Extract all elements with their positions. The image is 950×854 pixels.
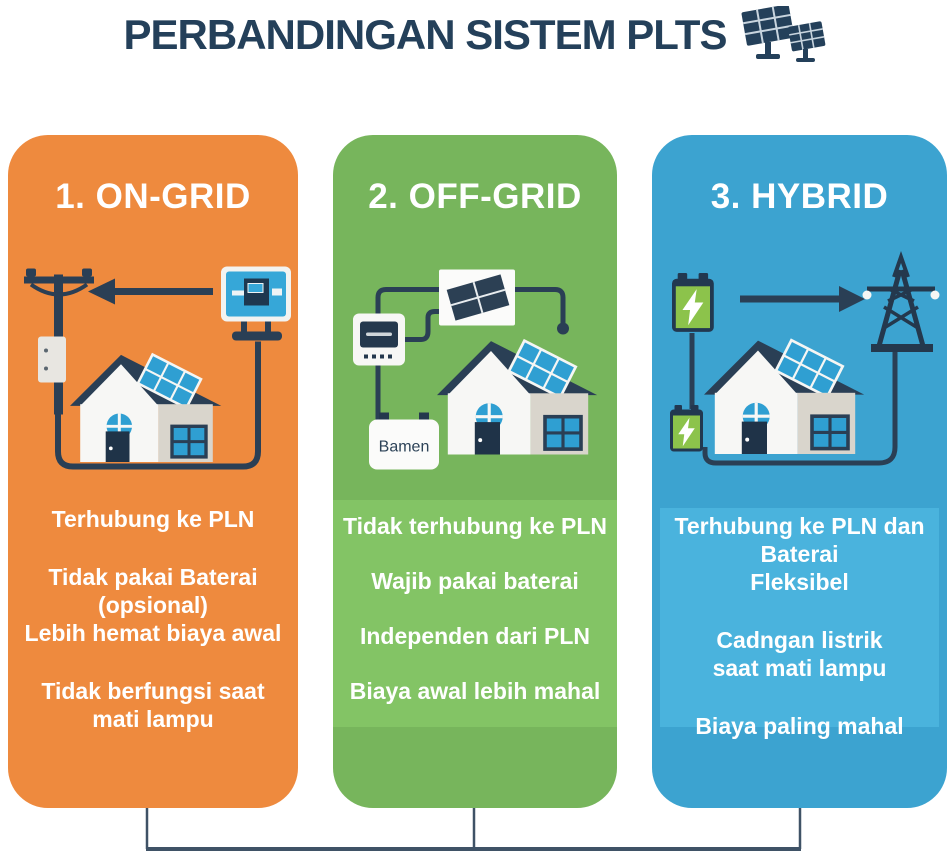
feature-text: Tidak terhubung ke PLN	[342, 513, 608, 539]
wire	[702, 347, 898, 466]
battery-icon	[672, 273, 714, 332]
house-icon	[68, 352, 224, 464]
hybrid-features: Terhubung ke PLN dan Baterai Fleksibel C…	[660, 508, 939, 739]
house-icon	[435, 338, 600, 457]
solar-panel-icon	[439, 269, 515, 326]
monitor-icon	[221, 266, 291, 341]
on-grid-illustration	[8, 243, 298, 495]
feature-text: Lebih hemat biaya awal	[24, 620, 282, 646]
charge-controller-icon	[353, 313, 405, 366]
feature-text: Tidak pakai Baterai (opsional)	[48, 564, 258, 618]
feature-text: Biaya paling mahal	[695, 713, 904, 739]
hybrid-illustration	[652, 243, 947, 495]
card-off-grid: 2. OFF-GRID	[333, 135, 617, 808]
feature-text: Cadngan listrik saat mati lampu	[712, 627, 887, 681]
arrow-right-icon	[740, 286, 865, 312]
battery-icon	[670, 405, 703, 452]
solar-panels-icon	[742, 6, 826, 62]
house-icon	[702, 338, 867, 456]
feature-text: Wajib pakai baterai	[371, 568, 579, 594]
off-grid-features: Tidak terhubung ke PLN Wajib pakai bater…	[333, 500, 617, 727]
feature-text: Tidak berfungsi saat mati lampu	[41, 678, 265, 732]
card-heading-off-grid: 2. OFF-GRID	[368, 177, 582, 216]
feature-text: Terhubung ke PLN	[51, 506, 255, 532]
wire	[511, 287, 566, 324]
feature-text: Independen dari PLN	[359, 623, 591, 649]
battery-icon: Bamen	[369, 412, 439, 470]
feature-text: Biaya awal lebih mahal	[349, 678, 601, 704]
on-grid-features: Terhubung ke PLN Tidak pakai Baterai (op…	[8, 505, 298, 733]
header: PERBANDINGAN SISTEM PLTS	[0, 6, 950, 64]
feature-text: Terhubung ke PLN dan Baterai Fleksibel	[674, 513, 925, 595]
battery-label: Bamen	[379, 439, 430, 456]
power-meter-icon	[38, 336, 66, 383]
card-heading-on-grid: 1. ON-GRID	[55, 177, 251, 216]
wire	[403, 309, 449, 342]
arrow-left-icon	[88, 278, 213, 305]
card-hybrid: 3. HYBRID	[652, 135, 947, 808]
page-title: PERBANDINGAN SISTEM PLTS	[123, 11, 728, 58]
card-on-grid: 1. ON-GRID	[8, 135, 298, 808]
wire	[55, 341, 261, 470]
transmission-tower-icon	[862, 250, 940, 352]
wire	[375, 287, 445, 316]
card-heading-hybrid: 3. HYBRID	[710, 177, 889, 216]
wire-junction-dot	[557, 322, 569, 335]
off-grid-illustration: Bamen	[333, 243, 617, 495]
